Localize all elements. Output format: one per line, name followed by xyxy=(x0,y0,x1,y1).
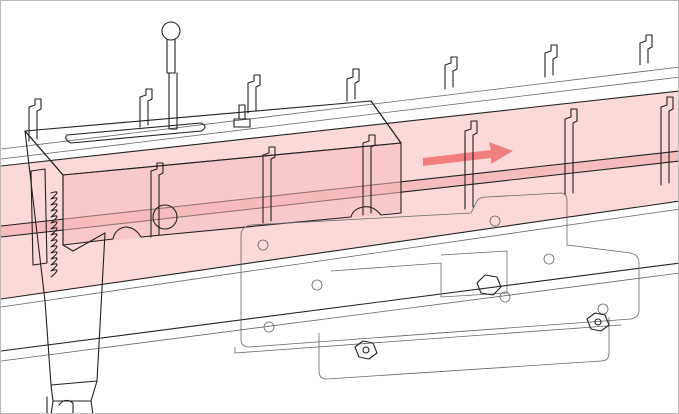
direction-arrow xyxy=(423,142,513,166)
adjustment-bracket xyxy=(234,192,640,380)
spring-icon xyxy=(50,191,58,278)
clamp-foot xyxy=(46,396,74,413)
hex-nut-icon xyxy=(354,274,610,360)
top-bolt xyxy=(233,104,251,128)
side-plate xyxy=(24,130,106,413)
rail-hooks xyxy=(28,34,674,210)
lever-handle xyxy=(161,21,181,130)
rail-top-edges xyxy=(1,66,678,160)
